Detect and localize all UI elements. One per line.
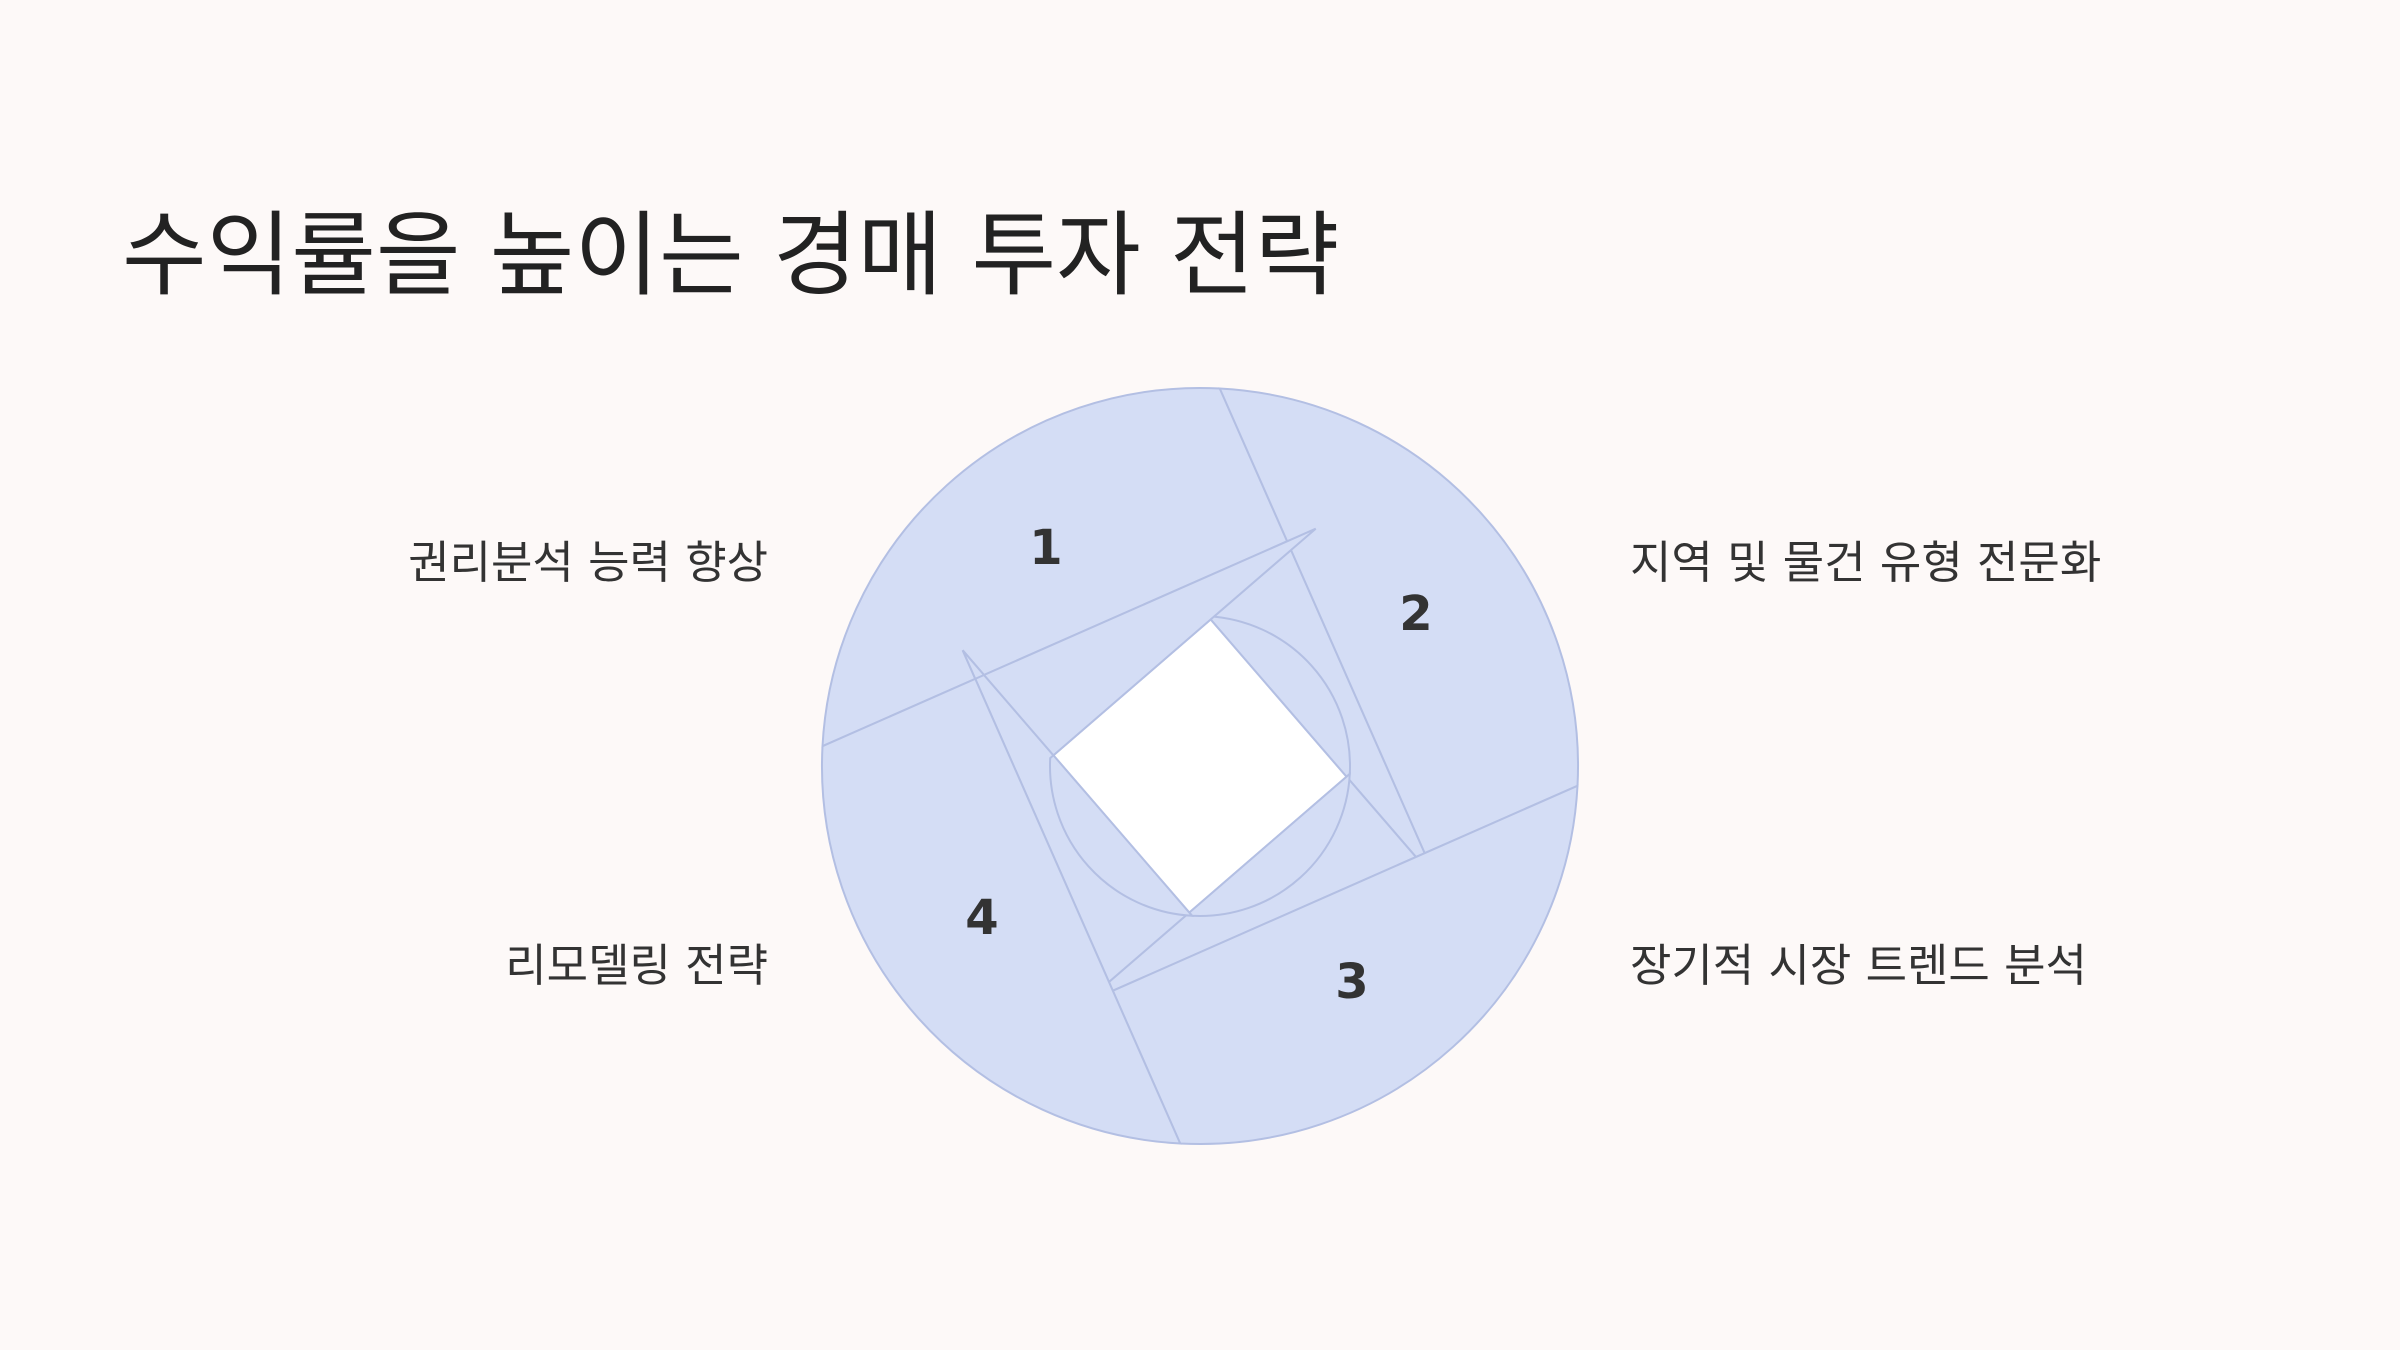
segment-1-label: 권리분석 능력 향상 bbox=[408, 536, 768, 589]
segment-1-number: 1 bbox=[1029, 520, 1062, 576]
segment-2-label: 지역 및 물건 유형 전문화 bbox=[1630, 536, 2102, 589]
segment-2-shape bbox=[1083, 387, 1580, 1005]
segment-2-number: 2 bbox=[1399, 586, 1432, 642]
segment-4-label: 리모델링 전략 bbox=[505, 939, 768, 992]
segment-3-number: 3 bbox=[1335, 954, 1368, 1010]
segment-3-label: 장기적 시장 트렌드 분석 bbox=[1630, 939, 2087, 992]
segment-4-number: 4 bbox=[965, 890, 998, 946]
page-title: 수익률을 높이는 경매 투자 전략 bbox=[122, 202, 1340, 309]
segment-3-shape bbox=[961, 649, 1579, 1146]
segment-4-shape bbox=[820, 527, 1317, 1145]
